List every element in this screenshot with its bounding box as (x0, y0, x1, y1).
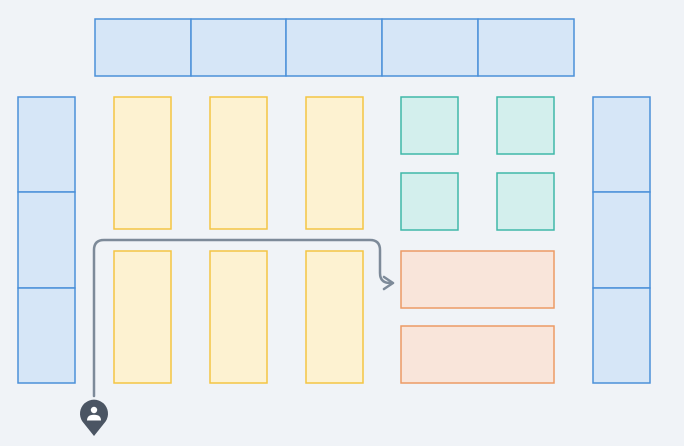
aisle-shelf-upper-1 (113, 96, 172, 230)
customer-route (92, 238, 395, 398)
aisle-shelf-upper-3 (305, 96, 364, 230)
route-line (92, 238, 393, 398)
checkout-area-1 (400, 250, 555, 309)
aisle-shelf-lower-3 (305, 250, 364, 384)
top-counter-1 (94, 18, 192, 77)
left-shelf-1 (17, 96, 76, 193)
aisle-shelf-lower-2 (209, 250, 268, 384)
aisle-shelf-upper-2 (209, 96, 268, 230)
checkout-area-2 (400, 325, 555, 384)
right-shelf-3 (592, 287, 651, 384)
top-counter-5 (477, 18, 575, 77)
left-shelf-3 (17, 287, 76, 384)
arrowhead-icon (382, 275, 395, 291)
pin-person-head (90, 406, 98, 414)
right-shelf-2 (592, 191, 651, 289)
right-wall-shelving (592, 96, 651, 384)
checkout-areas (400, 250, 555, 384)
top-counter-row (94, 18, 575, 77)
aisle-shelves (113, 96, 364, 384)
top-counter-2 (190, 18, 287, 77)
aisle-shelf-lower-1 (113, 250, 172, 384)
left-shelf-2 (17, 191, 76, 289)
display-table-3 (400, 172, 459, 231)
pin-person-body (87, 414, 101, 421)
display-table-1 (400, 96, 459, 155)
display-table-4 (496, 172, 555, 231)
left-wall-shelving (17, 96, 76, 384)
top-counter-4 (381, 18, 479, 77)
display-table-2 (496, 96, 555, 155)
top-counter-3 (285, 18, 383, 77)
display-tables (400, 96, 555, 231)
person-pin-icon (80, 399, 108, 436)
right-shelf-1 (592, 96, 651, 193)
